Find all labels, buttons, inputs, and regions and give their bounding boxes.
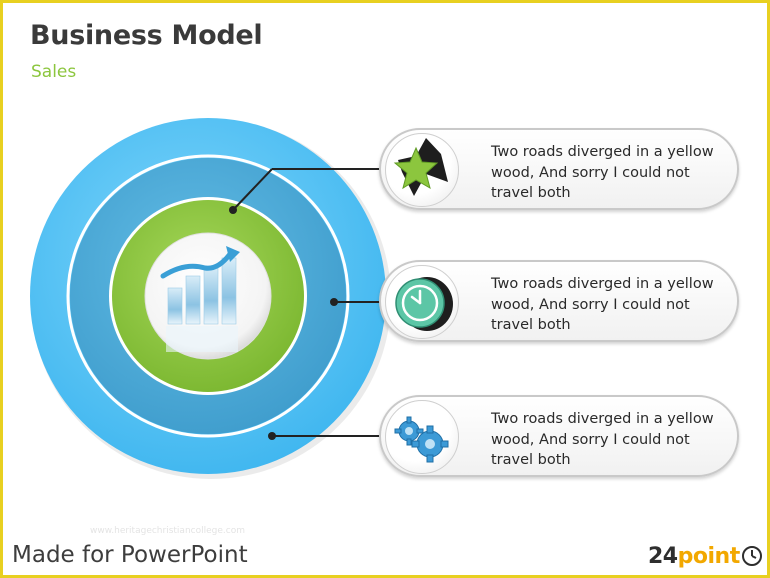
slide-subtitle: Sales: [31, 62, 77, 82]
callout-1: Two roads diverged in a yellow wood, And…: [379, 128, 739, 210]
callout-2-icon-disc: [385, 265, 459, 339]
logo-clock-icon: [741, 546, 762, 566]
callout-3-text: Two roads diverged in a yellow wood, And…: [491, 411, 714, 468]
outer-ring-divider: [66, 154, 350, 438]
logo-number: 24: [648, 544, 678, 569]
watermark-text: www.heritagechristiancollege.com: [90, 526, 245, 536]
callout-2-text: Two roads diverged in a yellow wood, And…: [491, 276, 714, 333]
gears-icon: [394, 416, 449, 463]
logo-word: point: [677, 544, 741, 569]
brand-logo: 24point: [648, 544, 763, 572]
callout-3-icon-disc: [385, 400, 459, 474]
callout-3: Two roads diverged in a yellow wood, And…: [379, 395, 739, 477]
bar-chart-icon: [160, 246, 240, 352]
callout-1-icon-disc: [385, 133, 459, 207]
clock-icon: [395, 277, 453, 331]
star-icon: [393, 138, 448, 196]
callout-1-text: Two roads diverged in a yellow wood, And…: [491, 144, 714, 201]
callout-2: Two roads diverged in a yellow wood, And…: [379, 260, 739, 342]
slide-title: Business Model: [30, 20, 263, 51]
footer-tagline: Made for PowerPoint: [12, 542, 248, 568]
connector-lines: [229, 168, 383, 440]
